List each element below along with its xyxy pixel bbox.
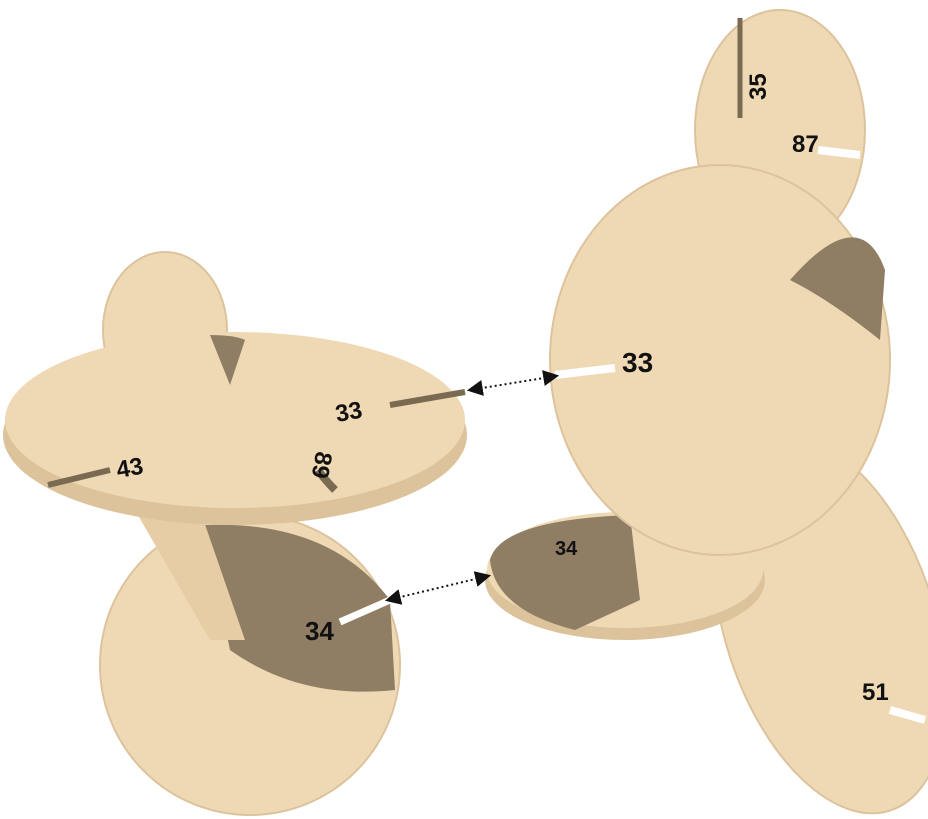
label-43-left-top: 43 xyxy=(114,453,145,484)
left-bottom-disc: 34 xyxy=(99,514,401,816)
label-87-right-top: 87 xyxy=(792,131,819,158)
label-35-right-top: 35 xyxy=(745,73,772,100)
right-big-disc: 33 xyxy=(549,164,891,556)
connector-34 xyxy=(384,571,492,605)
connector-33 xyxy=(466,370,560,396)
label-33-left-top: 33 xyxy=(333,397,364,428)
label-34-left-bottom: 34 xyxy=(305,616,334,646)
label-33-right-big: 33 xyxy=(622,347,653,378)
left-post xyxy=(135,510,245,640)
label-51-right-bottom: 51 xyxy=(862,679,889,706)
label-89-left-top: 89 xyxy=(306,450,337,481)
label-34-right-mid: 34 xyxy=(555,538,578,560)
left-top-disc: 33 43 89 xyxy=(3,332,467,525)
